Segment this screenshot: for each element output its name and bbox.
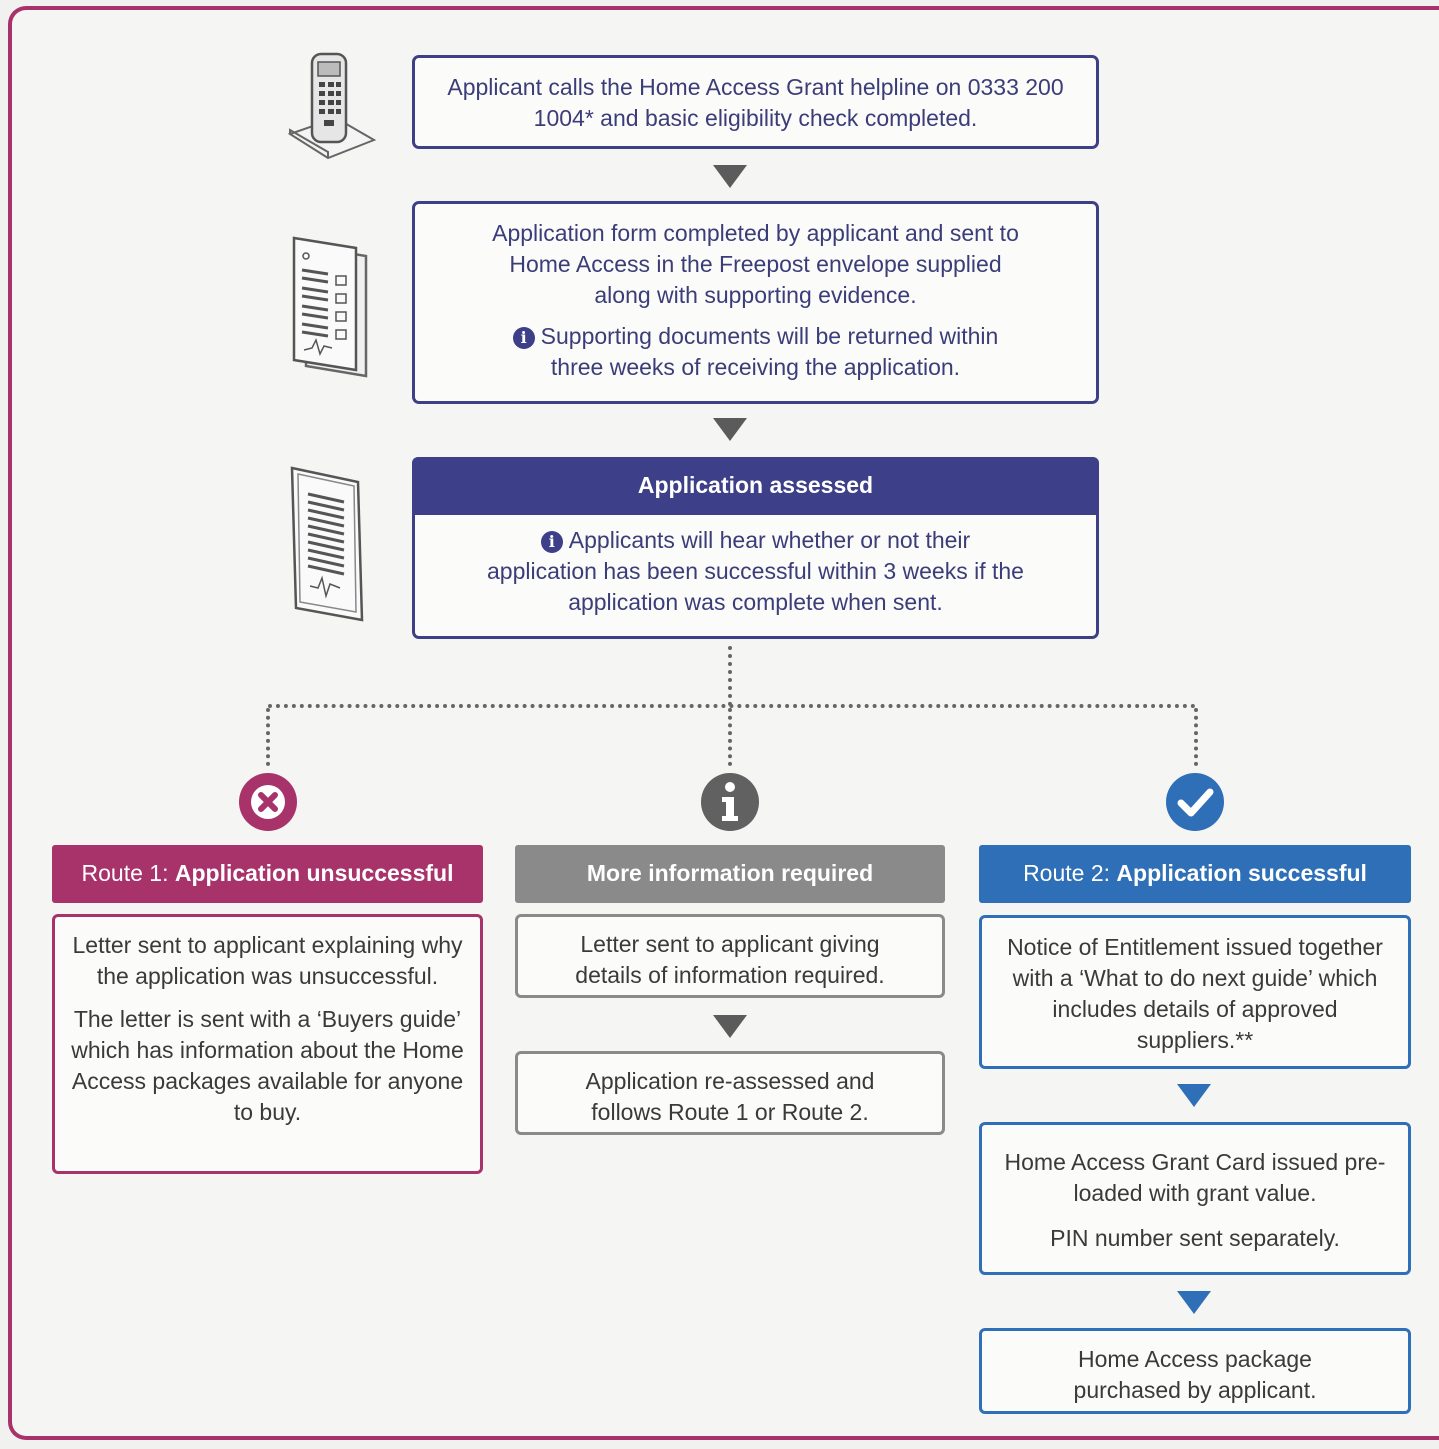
connector-middle (728, 708, 732, 766)
route-2-title: Application successful (1116, 860, 1367, 886)
phone-icon (287, 52, 377, 160)
route-2-package: Home Access package purchased by applica… (979, 1328, 1411, 1414)
application-assessed-title: Application assessed (412, 457, 1099, 515)
more-info-reassessed: Application re-assessed and follows Rout… (515, 1051, 945, 1135)
more-info-title: More information required (586, 860, 874, 886)
connector-right (1194, 708, 1198, 766)
arrow-down-route-2b (1177, 1291, 1211, 1314)
route-2-entitlement-text: Notice of Entitlement issued together wi… (1007, 934, 1383, 1053)
route-2-pin-text: PIN number sent separately. (1050, 1225, 1340, 1251)
assessed-document-icon (290, 466, 364, 622)
info-circle-icon (701, 773, 759, 831)
check-circle-icon (1166, 773, 1224, 831)
route-1-prefix: Route 1: (81, 860, 175, 886)
connector-trunk (728, 646, 732, 706)
connector-branch (268, 704, 1196, 708)
connector-left (266, 708, 270, 766)
more-info-reassessed-text: Application re-assessed and follows Rout… (585, 1068, 875, 1125)
route-1-details: Letter sent to applicant explaining why … (52, 914, 483, 1174)
helpline-call-step: Applicant calls the Home Access Grant he… (412, 55, 1099, 149)
more-info-letter: Letter sent to applicant giving details … (515, 914, 945, 998)
arrow-down-2 (713, 418, 747, 441)
more-info-letter-text: Letter sent to applicant giving details … (575, 931, 885, 988)
route-2-package-text: Home Access package purchased by applica… (1073, 1346, 1317, 1403)
application-form-step: Application form completed by applicant … (412, 201, 1099, 404)
route-2-prefix: Route 2: (1023, 860, 1117, 886)
route-1-buyers-guide-text: The letter is sent with a ‘Buyers guide’… (71, 1006, 464, 1125)
supporting-docs-text: Supporting documents will be returned wi… (540, 323, 999, 380)
route-2-entitlement: Notice of Entitlement issued together wi… (979, 915, 1411, 1069)
arrow-down-1 (713, 165, 747, 188)
info-icon: i (540, 531, 563, 553)
assessed-note-text: Applicants will hear whether or not thei… (487, 527, 1024, 615)
route-1-header: Route 1: Application unsuccessful (52, 845, 483, 903)
info-icon: i (512, 327, 535, 349)
route-2-header: Route 2: Application successful (979, 845, 1411, 903)
arrow-down-more-info (713, 1015, 747, 1038)
cross-circle-icon (239, 773, 297, 831)
arrow-down-route-2a (1177, 1084, 1211, 1107)
application-form-text: Application form completed by applicant … (492, 220, 1019, 308)
helpline-call-text: Applicant calls the Home Access Grant he… (447, 74, 1064, 131)
route-1-letter-text: Letter sent to applicant explaining why … (72, 932, 463, 989)
form-document-icon (292, 236, 368, 378)
route-1-title: Application unsuccessful (174, 860, 454, 886)
route-2-grant-card-text: Home Access Grant Card issued pre-loaded… (1004, 1149, 1386, 1206)
more-info-header: More information required (515, 845, 945, 903)
route-2-grant-card: Home Access Grant Card issued pre-loaded… (979, 1122, 1411, 1275)
